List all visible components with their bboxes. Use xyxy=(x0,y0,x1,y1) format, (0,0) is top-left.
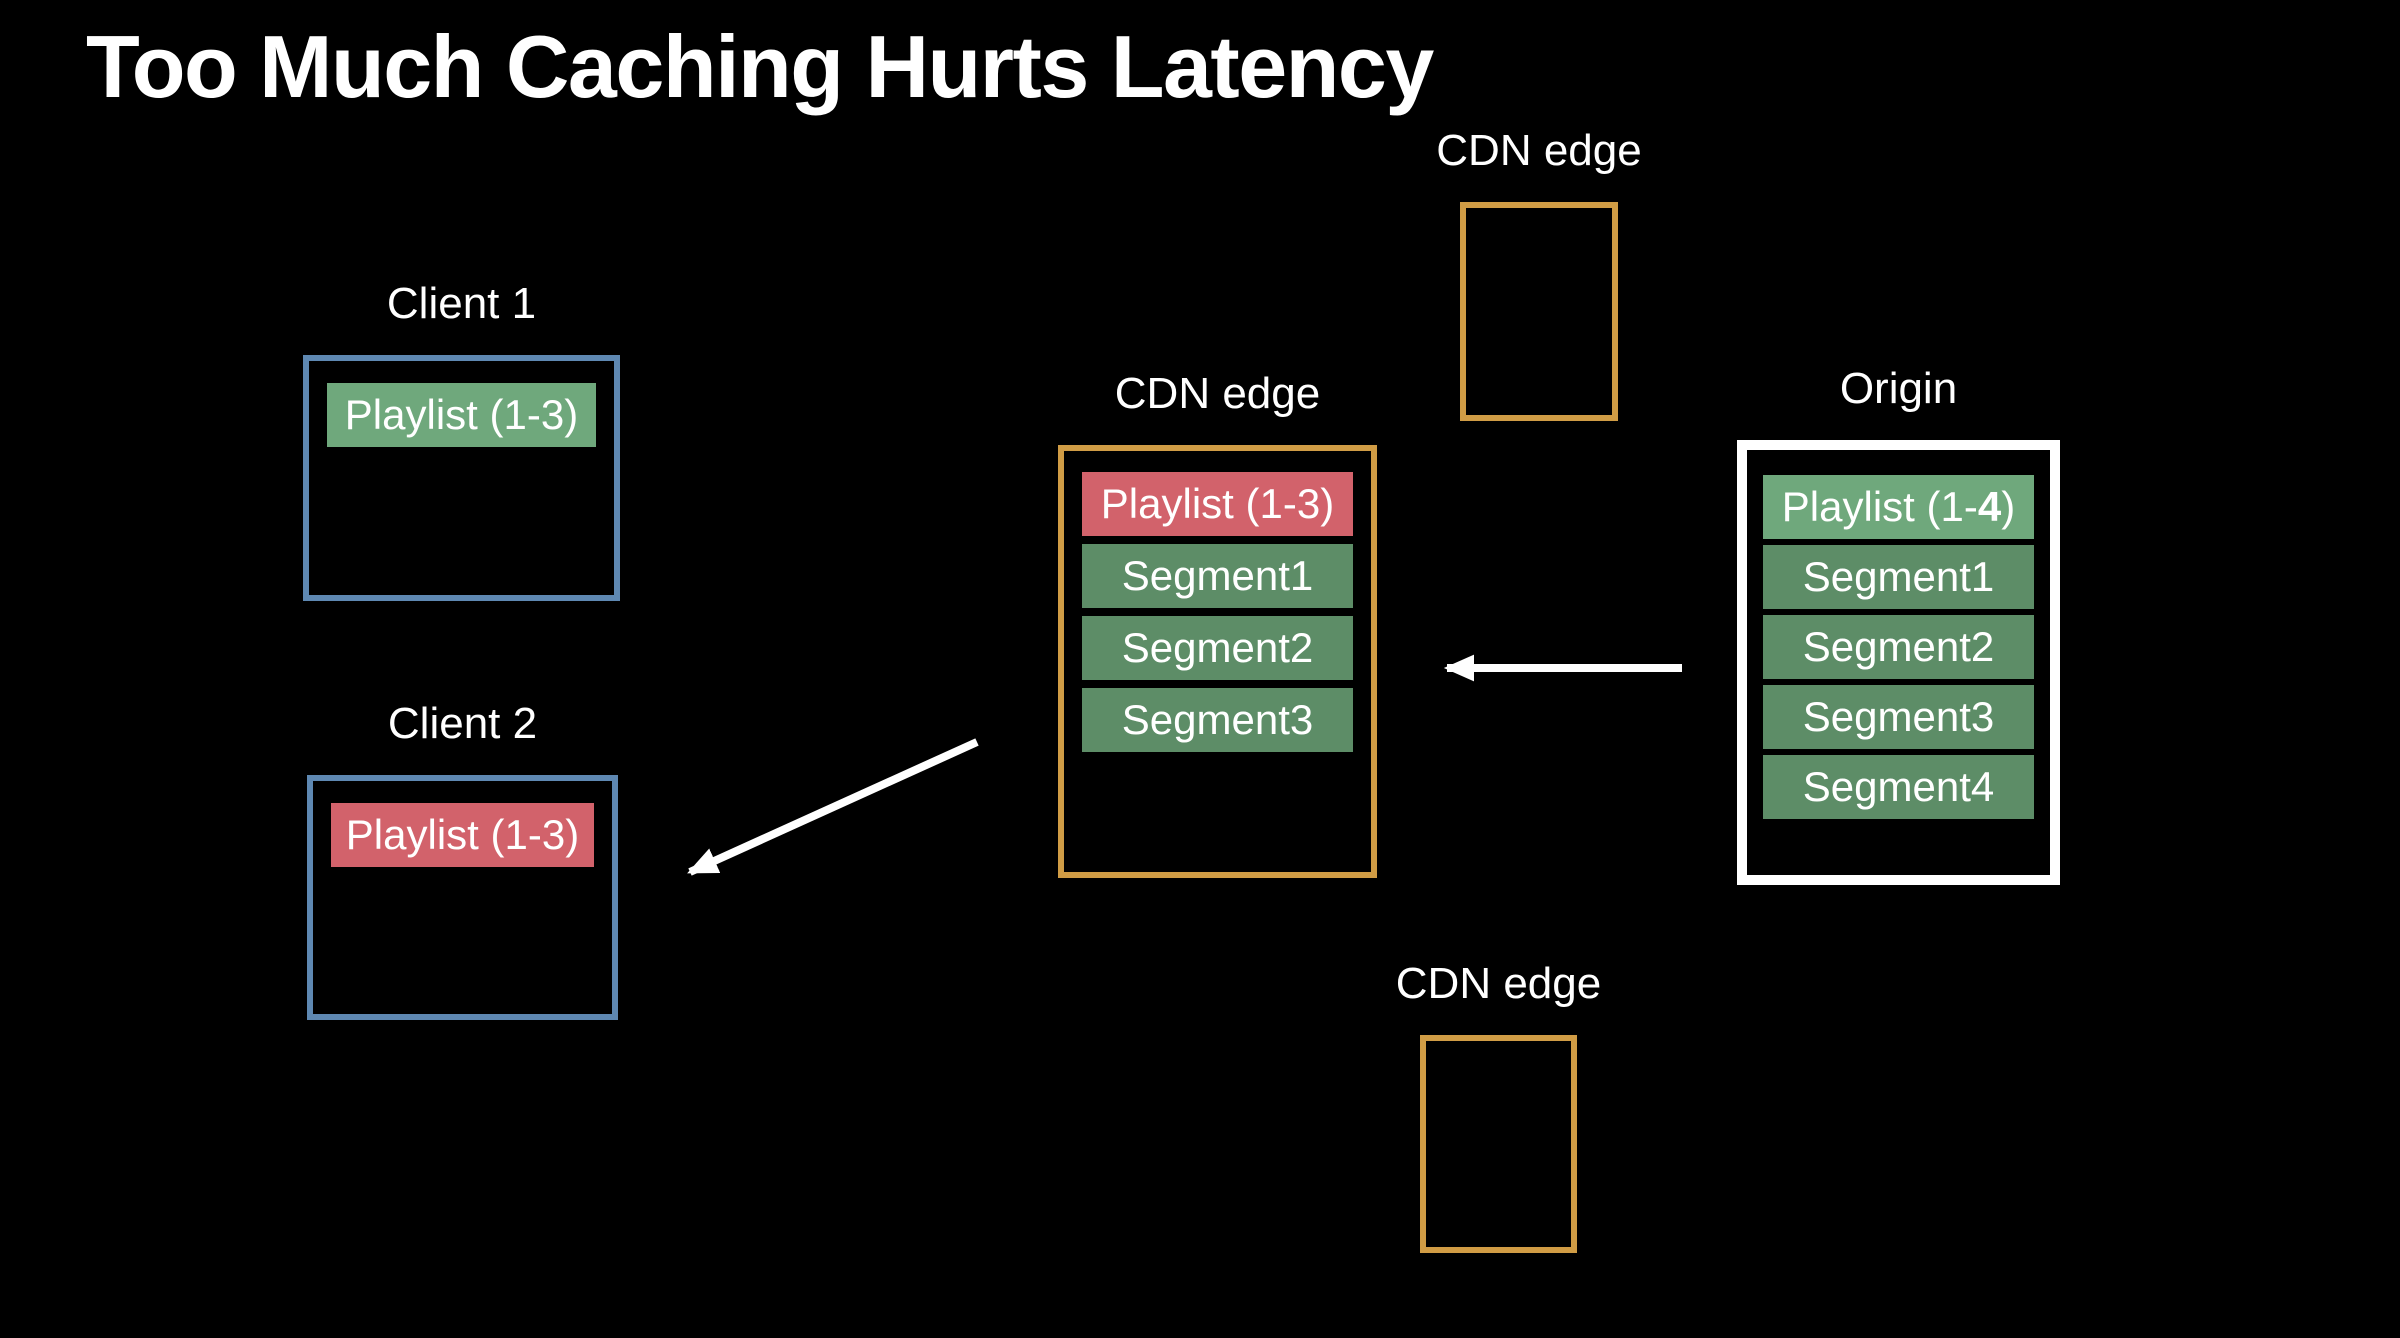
cache-chip-segment-4: Segment4 xyxy=(1763,755,2034,819)
node-cdn-edge-top-label: CDN edge xyxy=(1436,126,1642,175)
node-cdn-edge-top: CDN edge xyxy=(1436,126,1642,421)
cache-chip-segment-3: Segment3 xyxy=(1082,688,1353,752)
cache-chip-playlist: Playlist (1-3) xyxy=(327,383,596,447)
cache-chip-label: Playlist (1-3) xyxy=(344,391,579,438)
node-client-2-box: Playlist (1-3) xyxy=(307,775,618,1020)
cache-chip-label: Segment4 xyxy=(1802,763,1995,810)
arrow-cdn-edge-to-client-2 xyxy=(687,738,979,876)
node-origin-label: Origin xyxy=(1839,364,1958,413)
node-origin: Origin Playlist (1-4) Segment1 Segment2 … xyxy=(1737,364,2060,885)
cache-chip-segment-1: Segment1 xyxy=(1763,545,2034,609)
node-cdn-edge-middle-box: Playlist (1-3) Segment1 Segment2 Segment… xyxy=(1058,445,1377,878)
slide-title: Too Much Caching Hurts Latency xyxy=(86,17,1434,116)
cache-chip-playlist-stale: Playlist (1-3) xyxy=(1082,472,1353,536)
node-client-1: Client 1 Playlist (1-3) xyxy=(303,279,620,601)
node-cdn-edge-bottom: CDN edge xyxy=(1396,959,1601,1253)
cache-chip-label: Segment2 xyxy=(1802,623,1995,670)
cache-chip-segment-1: Segment1 xyxy=(1082,544,1353,608)
cache-chip-playlist-fresh: Playlist (1-4) xyxy=(1763,475,2034,539)
cache-chip-segment-2: Segment2 xyxy=(1082,616,1353,680)
node-client-2-label: Client 2 xyxy=(387,699,538,748)
node-cdn-edge-bottom-box xyxy=(1420,1035,1577,1253)
cache-chip-label-bold: 4 xyxy=(1977,483,2002,530)
node-client-1-box: Playlist (1-3) xyxy=(303,355,620,601)
node-cdn-edge-middle-label: CDN edge xyxy=(1114,369,1321,418)
cache-chip-playlist-stale: Playlist (1-3) xyxy=(331,803,594,867)
cache-chip-label-prefix: Playlist (1- xyxy=(1781,483,1978,530)
node-cdn-edge-middle: CDN edge Playlist (1-3) Segment1 Segment… xyxy=(1058,369,1377,878)
cache-chip-label: Segment1 xyxy=(1802,553,1995,600)
node-cdn-edge-top-box xyxy=(1460,202,1618,421)
cache-chip-label: Playlist (1-3) xyxy=(345,811,580,858)
cache-chip-label: Segment2 xyxy=(1121,624,1314,671)
cache-chip-segment-2: Segment2 xyxy=(1763,615,2034,679)
node-client-2: Client 2 Playlist (1-3) xyxy=(307,699,618,1020)
node-client-1-label: Client 1 xyxy=(386,279,537,328)
node-cdn-edge-bottom-label: CDN edge xyxy=(1395,959,1602,1008)
cache-chip-label: Segment3 xyxy=(1802,693,1995,740)
cache-chip-label-suffix: ) xyxy=(2001,483,2016,530)
cache-chip-label: Segment1 xyxy=(1121,552,1314,599)
cache-chip-label: Playlist (1-3) xyxy=(1100,480,1335,527)
cache-chip-segment-3: Segment3 xyxy=(1763,685,2034,749)
cache-chip-label: Segment3 xyxy=(1121,696,1314,743)
node-origin-box: Playlist (1-4) Segment1 Segment2 Segment… xyxy=(1737,440,2060,885)
